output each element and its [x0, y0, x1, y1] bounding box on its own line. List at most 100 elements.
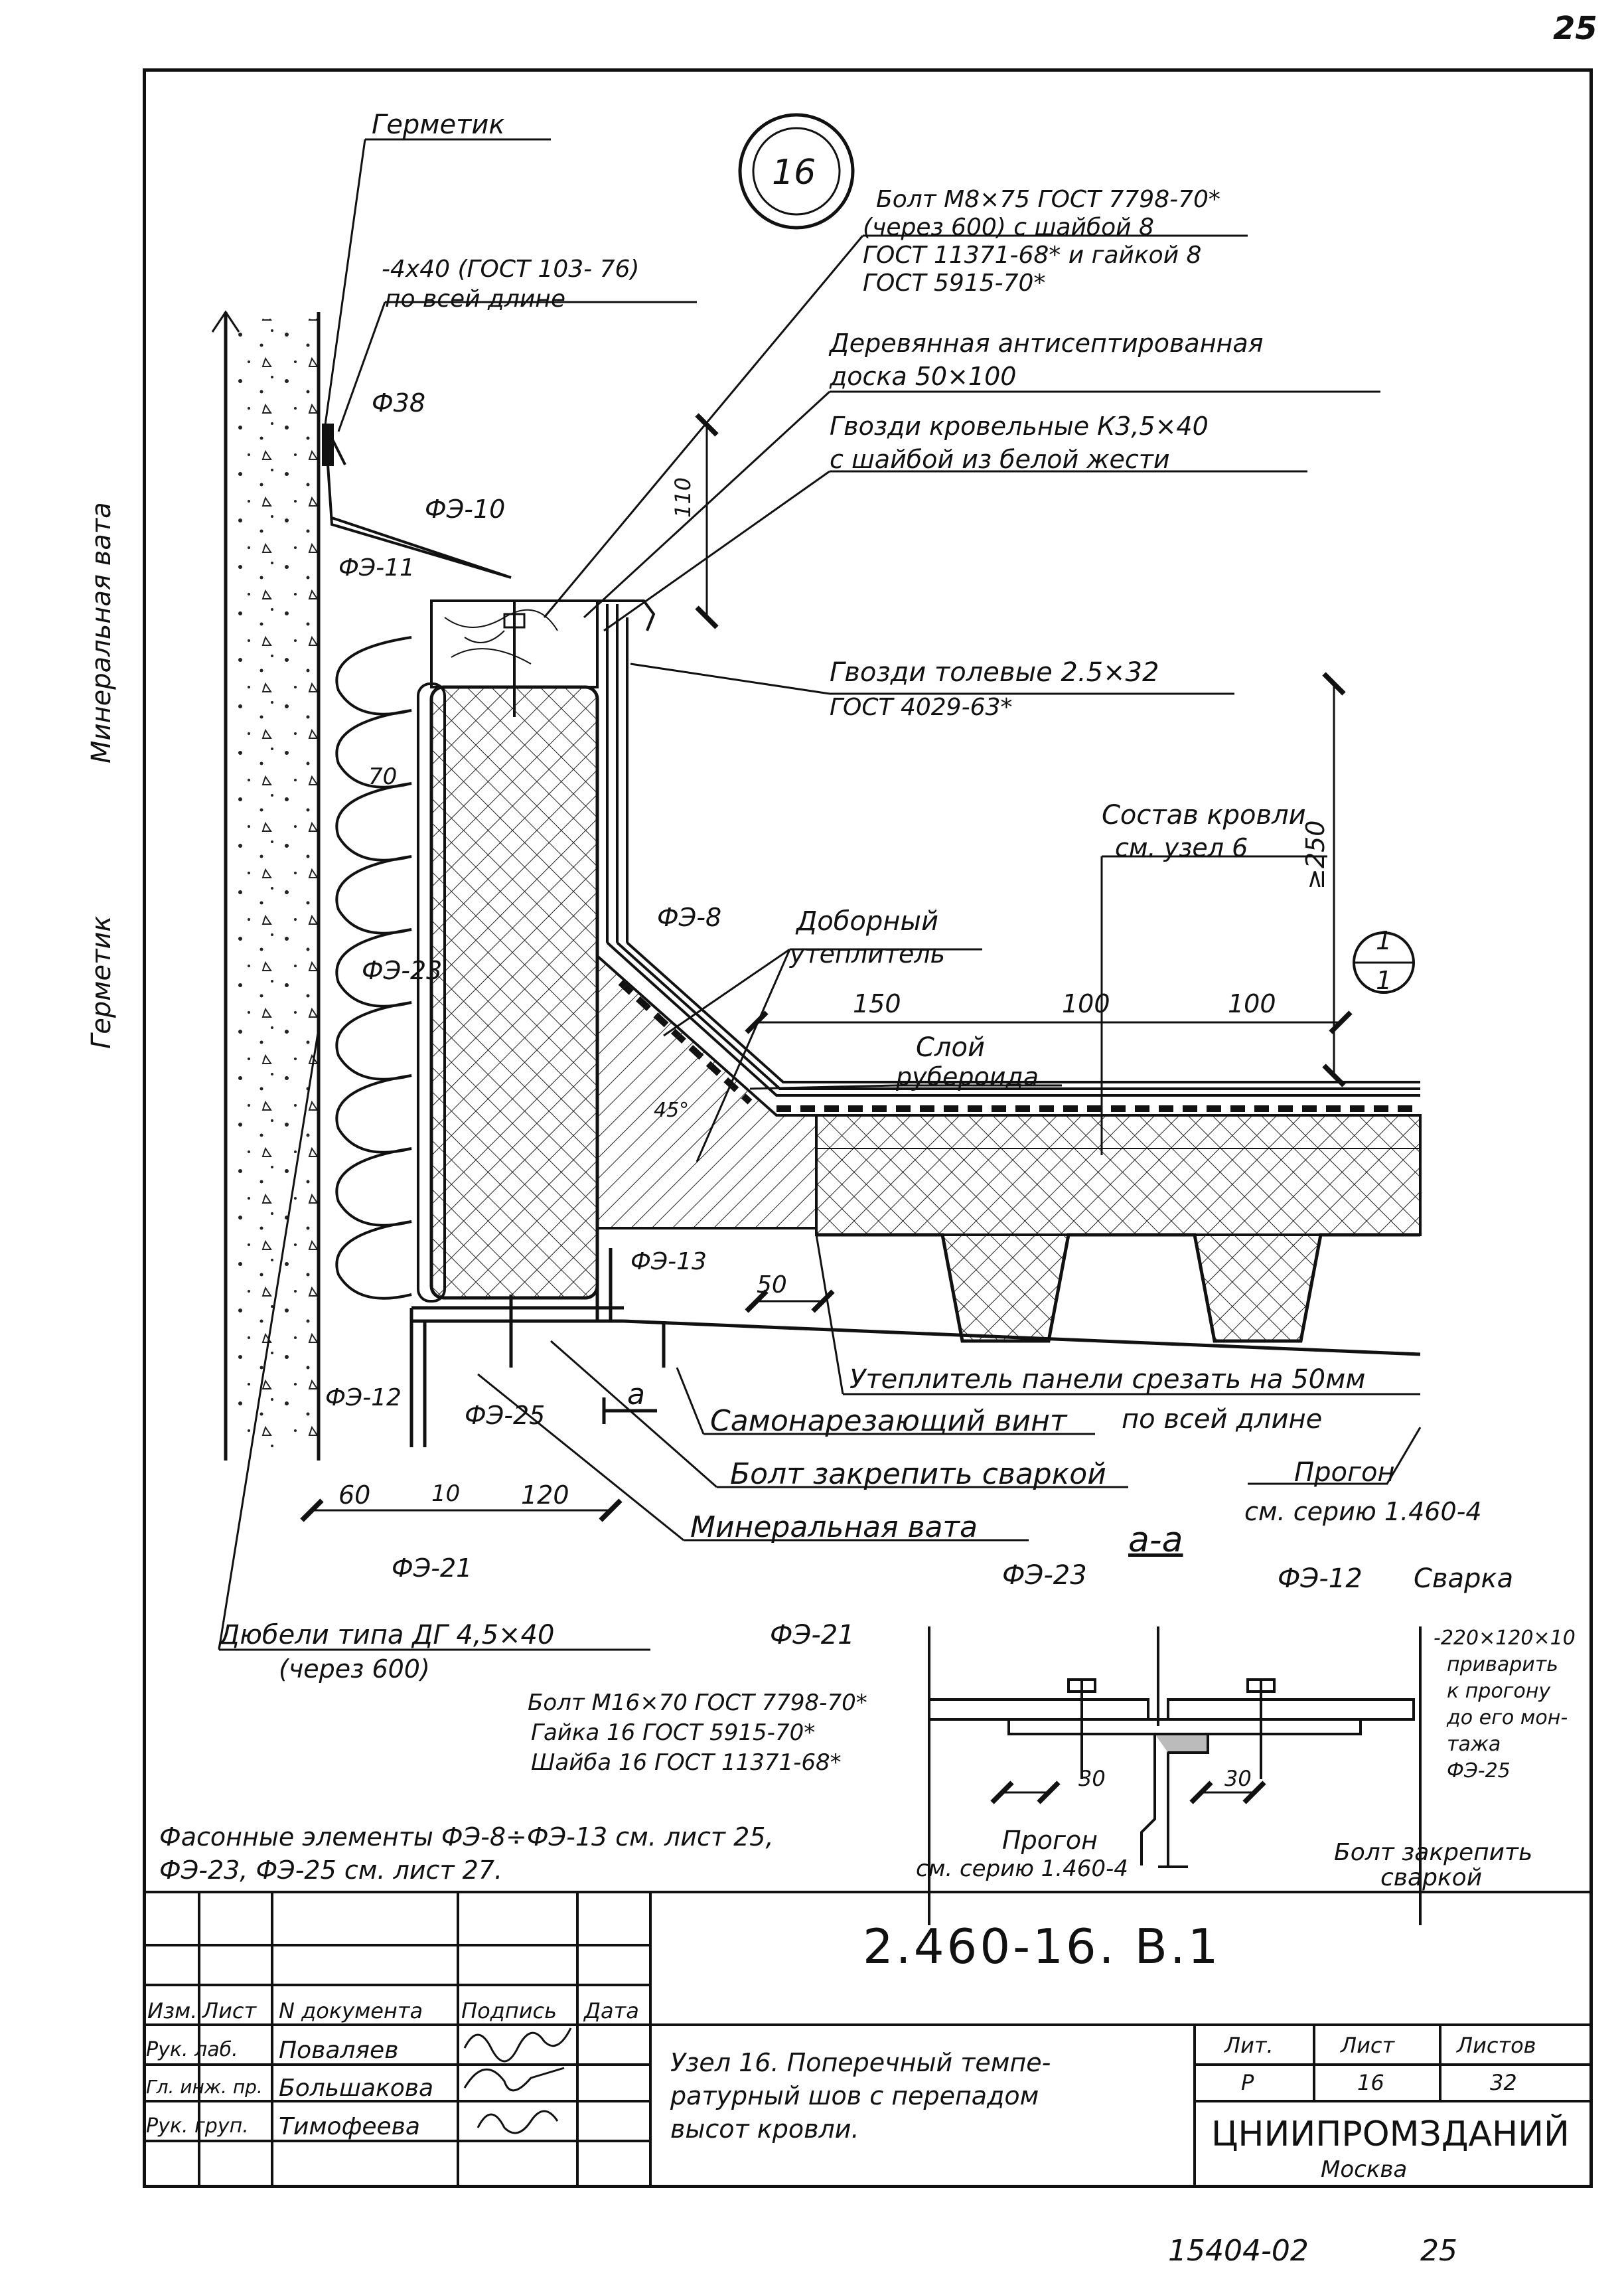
aa-purlin-2: см. серию 1.460-4	[916, 1856, 1128, 1882]
label-extra-ins-2: утеплитель	[790, 939, 946, 969]
aa-bolt-3: Шайба 16 ГОСТ 11371-68*	[531, 1749, 842, 1776]
tb-title-1: Узел 16. Поперечный темпе-	[670, 2048, 1051, 2077]
dim-60: 60	[338, 1480, 371, 1510]
label-mineral-wool: Минеральная вата	[690, 1510, 978, 1544]
signatures	[463, 2027, 572, 2134]
dim-50: 50	[757, 1271, 787, 1299]
aa-fe23: ФЭ-23	[1002, 1560, 1087, 1591]
flashing-fe10	[322, 424, 512, 579]
label-panel-cut-2: по всей длине	[1122, 1404, 1323, 1435]
label-nails-roof-2: с шайбой из белой жести	[830, 445, 1170, 474]
label-fe25: ФЭ-25	[465, 1401, 546, 1430]
dim-10: 10	[431, 1480, 461, 1507]
section-cut-mark	[602, 1397, 657, 1424]
label-fe12: ФЭ-12	[325, 1384, 402, 1411]
label-ruberoid-2: рубероида	[896, 1062, 1039, 1091]
tb-row1-role: Рук. лаб.	[146, 2038, 238, 2061]
aa-plate-6: ФЭ-25	[1447, 1759, 1511, 1782]
tb-list-value: 16	[1357, 2070, 1384, 2095]
vertical-panel	[417, 682, 599, 1303]
label-fe13: ФЭ-13	[630, 1248, 707, 1275]
label-angle-45: 45°	[654, 1099, 690, 1122]
aa-plate-5: тажа	[1447, 1733, 1501, 1756]
doc-code: 2.460-16. В.1	[863, 1919, 1221, 1974]
label-purlin-1: Прогон	[1294, 1457, 1395, 1488]
label-panel-cut-1: Утеплитель панели срезать на 50мм	[849, 1364, 1366, 1395]
label-fe21: ФЭ-21	[392, 1553, 473, 1583]
label-nails-tol-2: ГОСТ 4029-63*	[830, 694, 1013, 721]
note-line-1: Фасонные элементы ФЭ-8÷ФЭ-13 см. лист 25…	[159, 1822, 774, 1852]
label-roof-comp-1: Состав кровли	[1102, 800, 1306, 831]
label-hermetik-vertical: Герметик	[86, 915, 117, 1049]
note-line-2: ФЭ-23, ФЭ-25 см. лист 27.	[159, 1856, 503, 1885]
aa-purlin-1: Прогон	[1002, 1826, 1098, 1855]
label-wood-1: Деревянная антисептированная	[830, 329, 1264, 358]
support-angle	[409, 1248, 1421, 1447]
aa-fe21: ФЭ-21	[770, 1620, 855, 1650]
label-strip: -4х40 (ГОСТ 103- 76)	[382, 256, 640, 283]
label-dowels-1: Дюбели типа ДГ 4,5×40	[219, 1620, 555, 1650]
dim-100a: 100	[1062, 989, 1110, 1018]
label-nails-tol-1: Гвозди толевые 2.5×32	[830, 657, 1159, 688]
label-roof-comp-2: см. узел 6	[1115, 833, 1248, 862]
aa-weld: Сварка	[1414, 1563, 1514, 1594]
label-fe11: ФЭ-11	[338, 554, 415, 582]
label-screw: Самонарезающий винт	[710, 1404, 1067, 1438]
aa-d30b: 30	[1224, 1766, 1252, 1791]
label-nails-roof-1: Гвозди кровельные К3,5×40	[830, 412, 1209, 441]
aa-plate-4: до его мон-	[1447, 1706, 1568, 1729]
tb-row3-name: Тимофеева	[279, 2113, 420, 2140]
aa-fe12: ФЭ-12	[1278, 1563, 1363, 1594]
aa-bolt-weld-1: Болт закрепить	[1334, 1839, 1533, 1866]
label-bolt-m8-3: ГОСТ 11371-68* и гайкой 8	[863, 242, 1202, 269]
aa-plate-2: приварить	[1447, 1653, 1558, 1676]
label-bolt-m8-4: ГОСТ 5915-70*	[863, 270, 1046, 297]
dim-150: 150	[853, 989, 901, 1018]
section-aa-drawing	[928, 1626, 1422, 1925]
label-mineral-wool-vertical: Минеральная вата	[86, 502, 117, 763]
tb-col-date: Дата	[584, 1998, 639, 2023]
tb-col-sign: Подпись	[461, 1998, 557, 2023]
aa-bolt-weld-2: сваркой	[1380, 1864, 1483, 1891]
dimension-lines	[300, 413, 1353, 1804]
tb-lit-header: Лит.	[1224, 2033, 1274, 2058]
label-hermetik-top: Герметик	[372, 110, 505, 140]
label-fe10: ФЭ-10	[425, 495, 506, 524]
aa-bolt-1: Болт М16×70 ГОСТ 7798-70*	[528, 1690, 867, 1716]
label-purlin-2: см. серию 1.460-4	[1244, 1497, 1482, 1526]
label-wood-2: доска 50×100	[830, 362, 1017, 391]
tb-title-3: высот кровли.	[670, 2114, 859, 2144]
drawing-frame	[143, 68, 1593, 2188]
node-number: 16	[772, 153, 816, 193]
aa-bolt-2: Гайка 16 ГОСТ 5915-70*	[531, 1719, 816, 1746]
tb-list-header: Лист	[1341, 2033, 1395, 2058]
label-bolt-m8-1: Болт М8×75 ГОСТ 7798-70*	[876, 186, 1220, 213]
label-fe23: ФЭ-23	[362, 956, 443, 985]
tb-lit-value: Р	[1241, 2070, 1254, 2095]
dim-70: 70	[368, 763, 398, 790]
tb-col-doc: N документа	[279, 1998, 423, 2023]
tb-listov-value: 32	[1490, 2070, 1517, 2095]
label-bolt-weld: Болт закрепить сваркой	[730, 1457, 1106, 1491]
tb-col-izm: Изм.	[147, 1998, 198, 2023]
section-cut-label: а	[627, 1378, 645, 1411]
label-ruberoid-1: Слой	[916, 1032, 985, 1063]
tb-org: ЦНИИПРОМЗДАНИЙ	[1211, 2114, 1570, 2154]
dim-120: 120	[521, 1480, 569, 1510]
tb-row3-role: Рук. груп.	[146, 2114, 249, 2138]
tb-title-2: ратурный шов с перепадом	[670, 2081, 1039, 2110]
tb-listov-header: Листов	[1457, 2033, 1536, 2058]
label-fe8: ФЭ-8	[657, 903, 722, 932]
bottom-note-right: 25	[1420, 2234, 1457, 2268]
dim-110: 110	[670, 477, 696, 518]
page-number: 25	[1553, 10, 1597, 47]
tb-row2-role: Гл. инж. пр.	[146, 2076, 263, 2098]
roof-panel	[815, 1114, 1422, 1343]
roof-upstand	[597, 599, 1420, 1097]
label-ge250: ≥250	[1301, 820, 1330, 890]
section-mark-top: 1	[1376, 926, 1392, 955]
dim-100b: 100	[1228, 989, 1276, 1018]
title-block-lines	[143, 1891, 1593, 2188]
node-circle	[738, 113, 855, 230]
wooden-board	[430, 599, 599, 717]
